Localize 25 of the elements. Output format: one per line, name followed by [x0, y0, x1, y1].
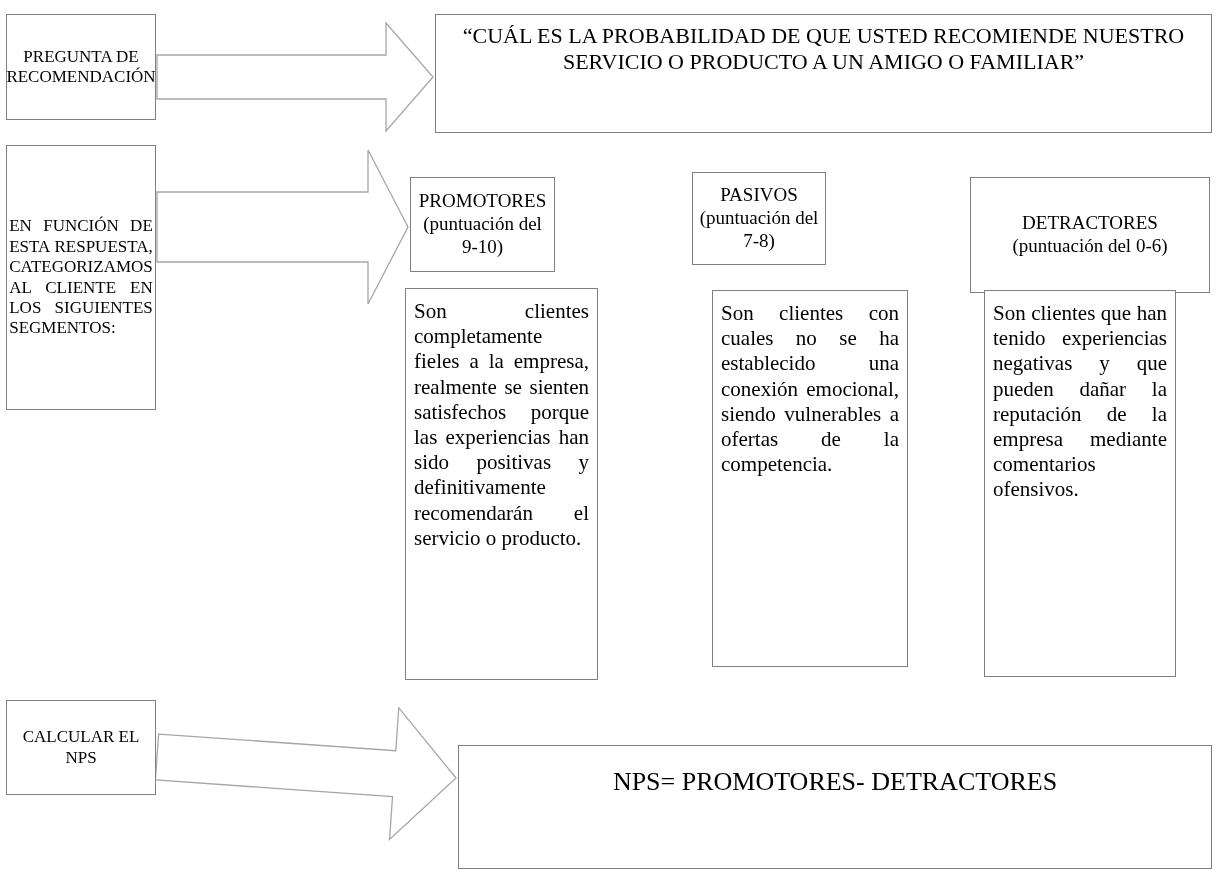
text-box [435, 14, 1212, 133]
box-text: PASIVOS (puntuación del 7-8) [699, 184, 819, 253]
box-text: PROMOTORES (puntuación del 9-10) [417, 190, 548, 259]
box-text: CALCULAR EL NPS [21, 727, 141, 768]
text-box [692, 172, 826, 265]
box-text: Son clientes con cuales no se ha establecido una conexión emocional, siendo vulnerables a ofertas de la competencia. [721, 301, 899, 478]
block-arrow [156, 149, 409, 305]
block-arrow [154, 706, 457, 842]
text-box [6, 700, 156, 795]
box-text: Son clientes completamente fieles a la empresa, realmente se sienten satisfechos porque las experiencias han sido positivas y definitivamente recomendarán el servicio o producto. [414, 299, 589, 551]
text-box [6, 145, 156, 410]
text-box [458, 745, 1212, 869]
box-text: NPS= PROMOTORES- DETRACTORES [612, 766, 1058, 798]
text-box [410, 177, 555, 272]
block-arrow [156, 21, 434, 133]
box-text: DETRACTORES (puntuación del 0-6) [1011, 212, 1169, 258]
box-text: Son clientes que han tenido experiencias negativas y que pueden dañar la reputación de la empresa mediante comentarios ofensivos. [993, 301, 1167, 503]
description-box [712, 290, 908, 667]
box-text: “CUÁL ES LA PROBABILIDAD DE QUE USTED RECOMIENDE NUESTRO SERVICIO O PRODUCTO A UN AMIGO O FAMILIAR” [461, 23, 1186, 76]
text-box [970, 177, 1210, 293]
description-box [405, 288, 598, 680]
box-text: EN FUNCIÓN DE ESTA RESPUESTA, CATEGORIZAMOS AL CLIENTE EN LOS SIGUIENTES SEGMENTOS: [9, 216, 153, 339]
text-box [6, 14, 156, 120]
description-box [984, 290, 1176, 677]
box-text: PREGUNTA DE RECOMENDACIÓN [6, 46, 156, 88]
